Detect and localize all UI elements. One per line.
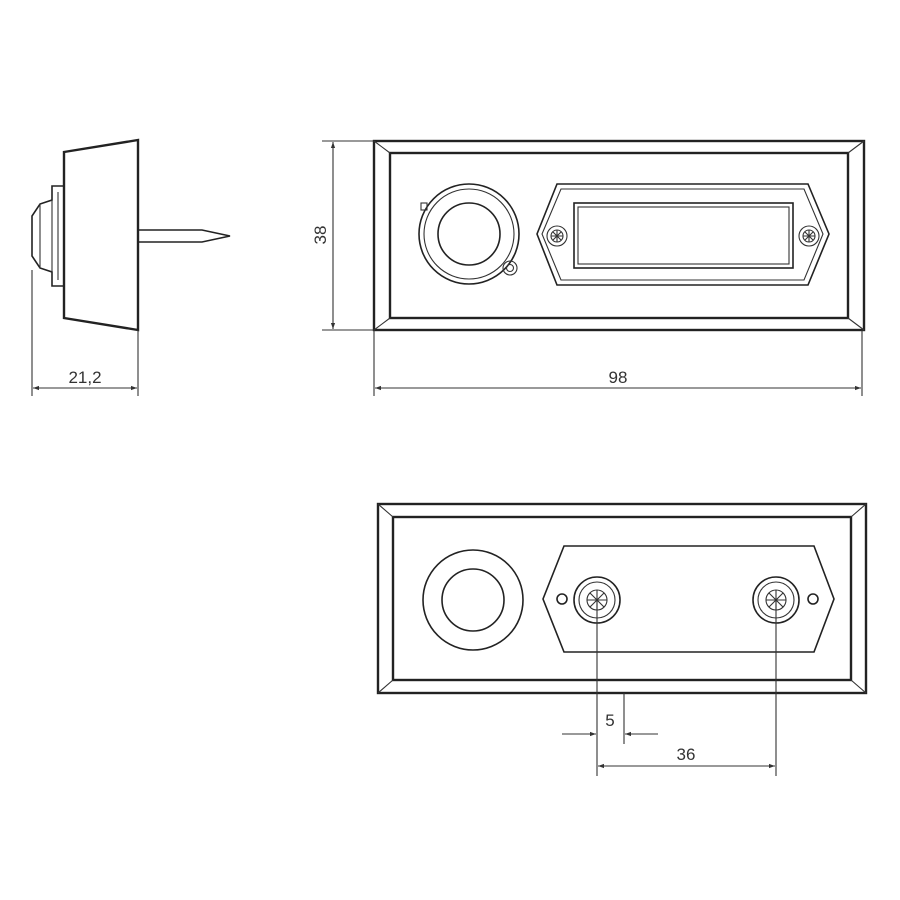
front-button-ring-inner [423, 188, 515, 280]
rear-plate-hole-right [807, 593, 819, 605]
rear-spacing-label: 36 [677, 745, 696, 764]
rear-plate-hole-left [556, 593, 568, 605]
rear-offset-label: 5 [605, 711, 614, 730]
rear-button-ring [422, 549, 524, 651]
front-plate-window [573, 202, 794, 269]
front-button-tab [420, 202, 428, 211]
rear-view: 5 36 [376, 502, 868, 776]
front-button-small-screw [502, 260, 518, 276]
rear-plate-outline [542, 545, 835, 653]
side-view: 21,2 [31, 138, 231, 396]
front-button-small-screw-inner [505, 263, 515, 273]
front-plate-outline-inner [541, 188, 824, 281]
front-plate-window-inner [577, 206, 790, 265]
front-height-label: 38 [311, 226, 330, 245]
side-depth-label: 21,2 [68, 368, 101, 387]
front-outer-frame [372, 139, 866, 332]
rear-outer-frame [376, 502, 868, 695]
side-button-cap [31, 185, 64, 287]
side-pin [138, 229, 231, 243]
front-button-ring [418, 183, 520, 285]
rear-button [441, 568, 505, 632]
front-bevel-lines [373, 140, 865, 331]
rear-inner-frame [391, 515, 853, 682]
front-plate-screw-right [798, 225, 820, 247]
front-button [437, 202, 501, 266]
side-button-inner [39, 200, 53, 272]
front-plate-outline [536, 183, 830, 286]
front-inner-frame [388, 151, 850, 320]
side-body [62, 138, 140, 332]
front-push-button [418, 183, 520, 285]
front-view: 38 98 [311, 139, 866, 396]
front-plate-screw-left [546, 225, 568, 247]
front-name-plate [536, 183, 830, 286]
rear-bevel-lines [377, 503, 867, 694]
front-width-label: 98 [609, 368, 628, 387]
